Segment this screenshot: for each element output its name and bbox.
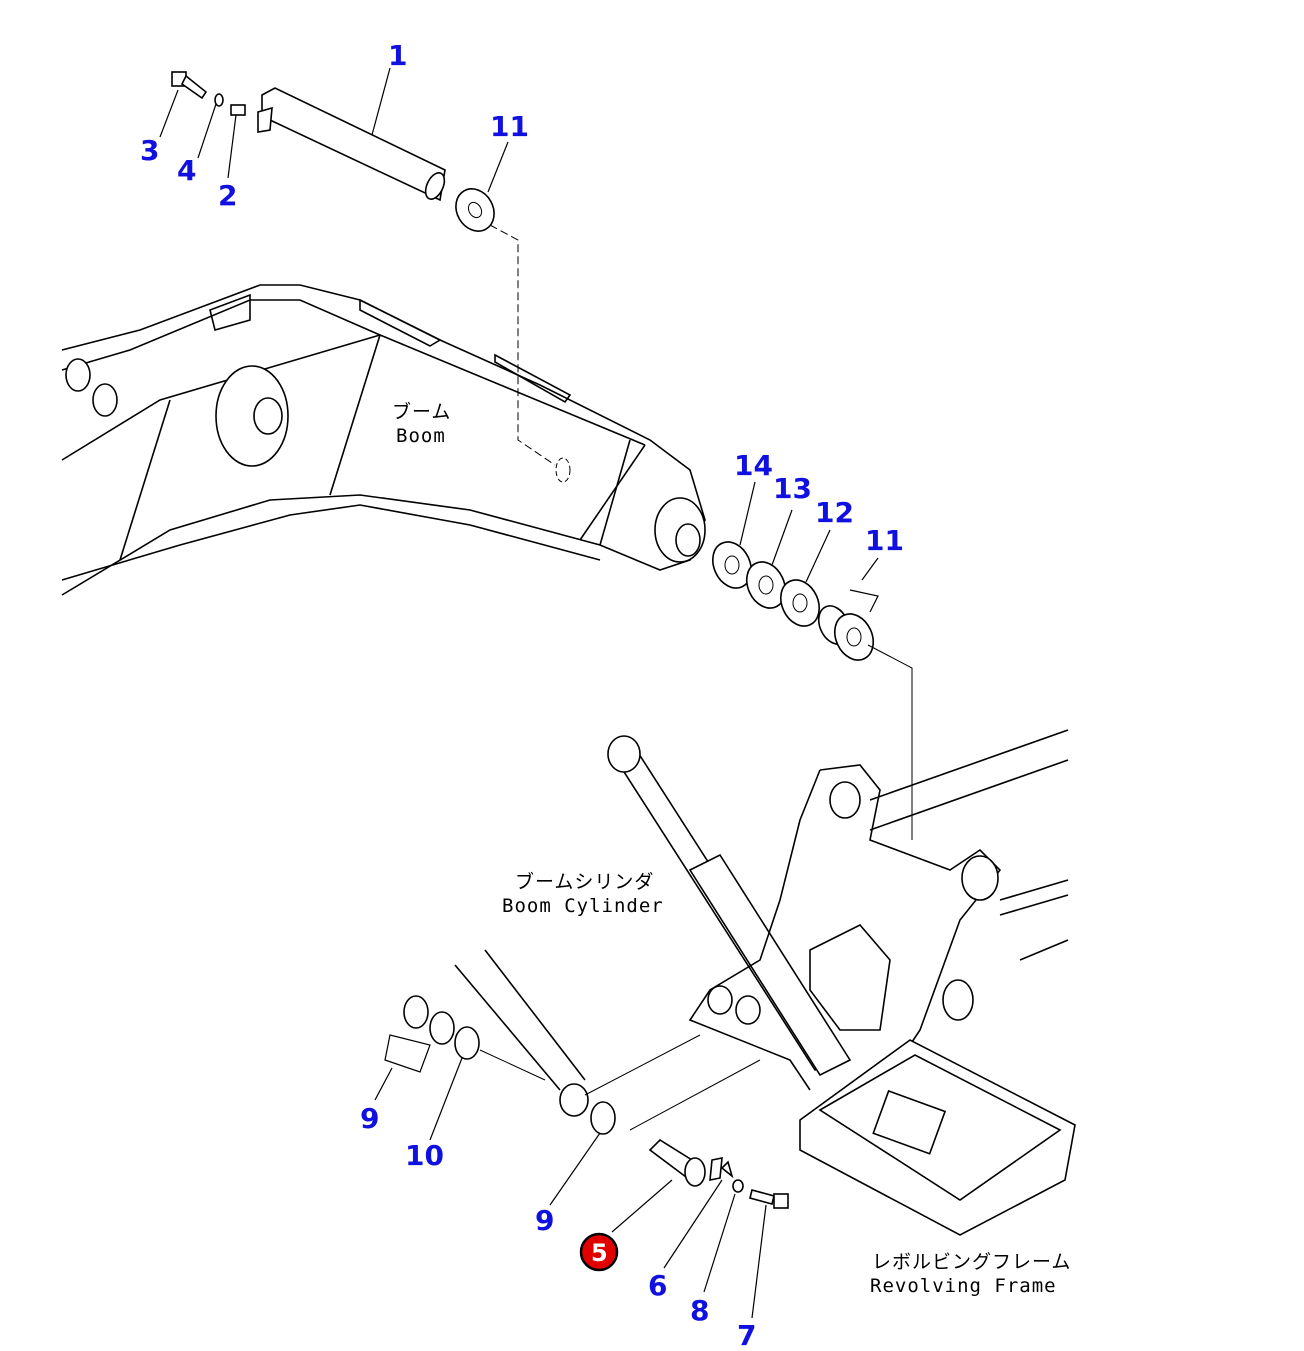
pin-part-1 (257, 87, 446, 202)
callout-5[interactable]: 5 (591, 1239, 608, 1267)
boom-structure (61, 284, 706, 596)
highlight-circle (579, 1232, 619, 1272)
plate-part-6 (720, 1160, 734, 1179)
callout-leaders (159, 67, 879, 1319)
callout-2[interactable]: 2 (218, 179, 237, 212)
callout-6[interactable]: 6 (648, 1269, 667, 1302)
boom-label-jp: ブーム (392, 400, 451, 423)
washer-stack-left (403, 995, 616, 1135)
washer-part-4 (214, 93, 224, 107)
callout-1[interactable]: 1 (388, 39, 407, 72)
callout-12[interactable]: 12 (815, 496, 854, 529)
callout-10[interactable]: 10 (405, 1139, 444, 1172)
boom-label-en: Boom (396, 425, 446, 447)
boom-cylinder-label-jp: ブームシリンダ (515, 870, 654, 893)
washer-part-11-top (455, 188, 495, 232)
callout-8[interactable]: 8 (690, 1294, 709, 1327)
callout-11-right[interactable]: 11 (865, 524, 904, 557)
callout-13[interactable]: 13 (773, 472, 812, 505)
bolt-part-3 (171, 71, 208, 100)
callout-3[interactable]: 3 (140, 134, 159, 167)
callout-9-left[interactable]: 9 (360, 1102, 379, 1135)
boom-cylinder (454, 735, 852, 1117)
revolving-frame-label-en: Revolving Frame (870, 1275, 1057, 1297)
callout-14[interactable]: 14 (734, 449, 773, 482)
pin-part-5 (648, 1138, 723, 1187)
callout-4[interactable]: 4 (177, 154, 196, 187)
revolving-frame (688, 729, 1076, 1236)
callout-5-highlighted[interactable]: 5 (579, 1232, 619, 1272)
boom-cylinder-label-en: Boom Cylinder (502, 895, 664, 917)
callout-9-lower[interactable]: 9 (535, 1204, 554, 1237)
revolving-frame-label-jp: レボルビングフレーム (872, 1251, 1071, 1273)
washer-part-8 (732, 1179, 744, 1193)
callout-7[interactable]: 7 (737, 1319, 756, 1351)
callout-11-top[interactable]: 11 (490, 110, 529, 143)
plate-part-2 (230, 104, 246, 116)
washer-stack-right (711, 541, 875, 661)
bolt-part-7 (749, 1189, 789, 1209)
